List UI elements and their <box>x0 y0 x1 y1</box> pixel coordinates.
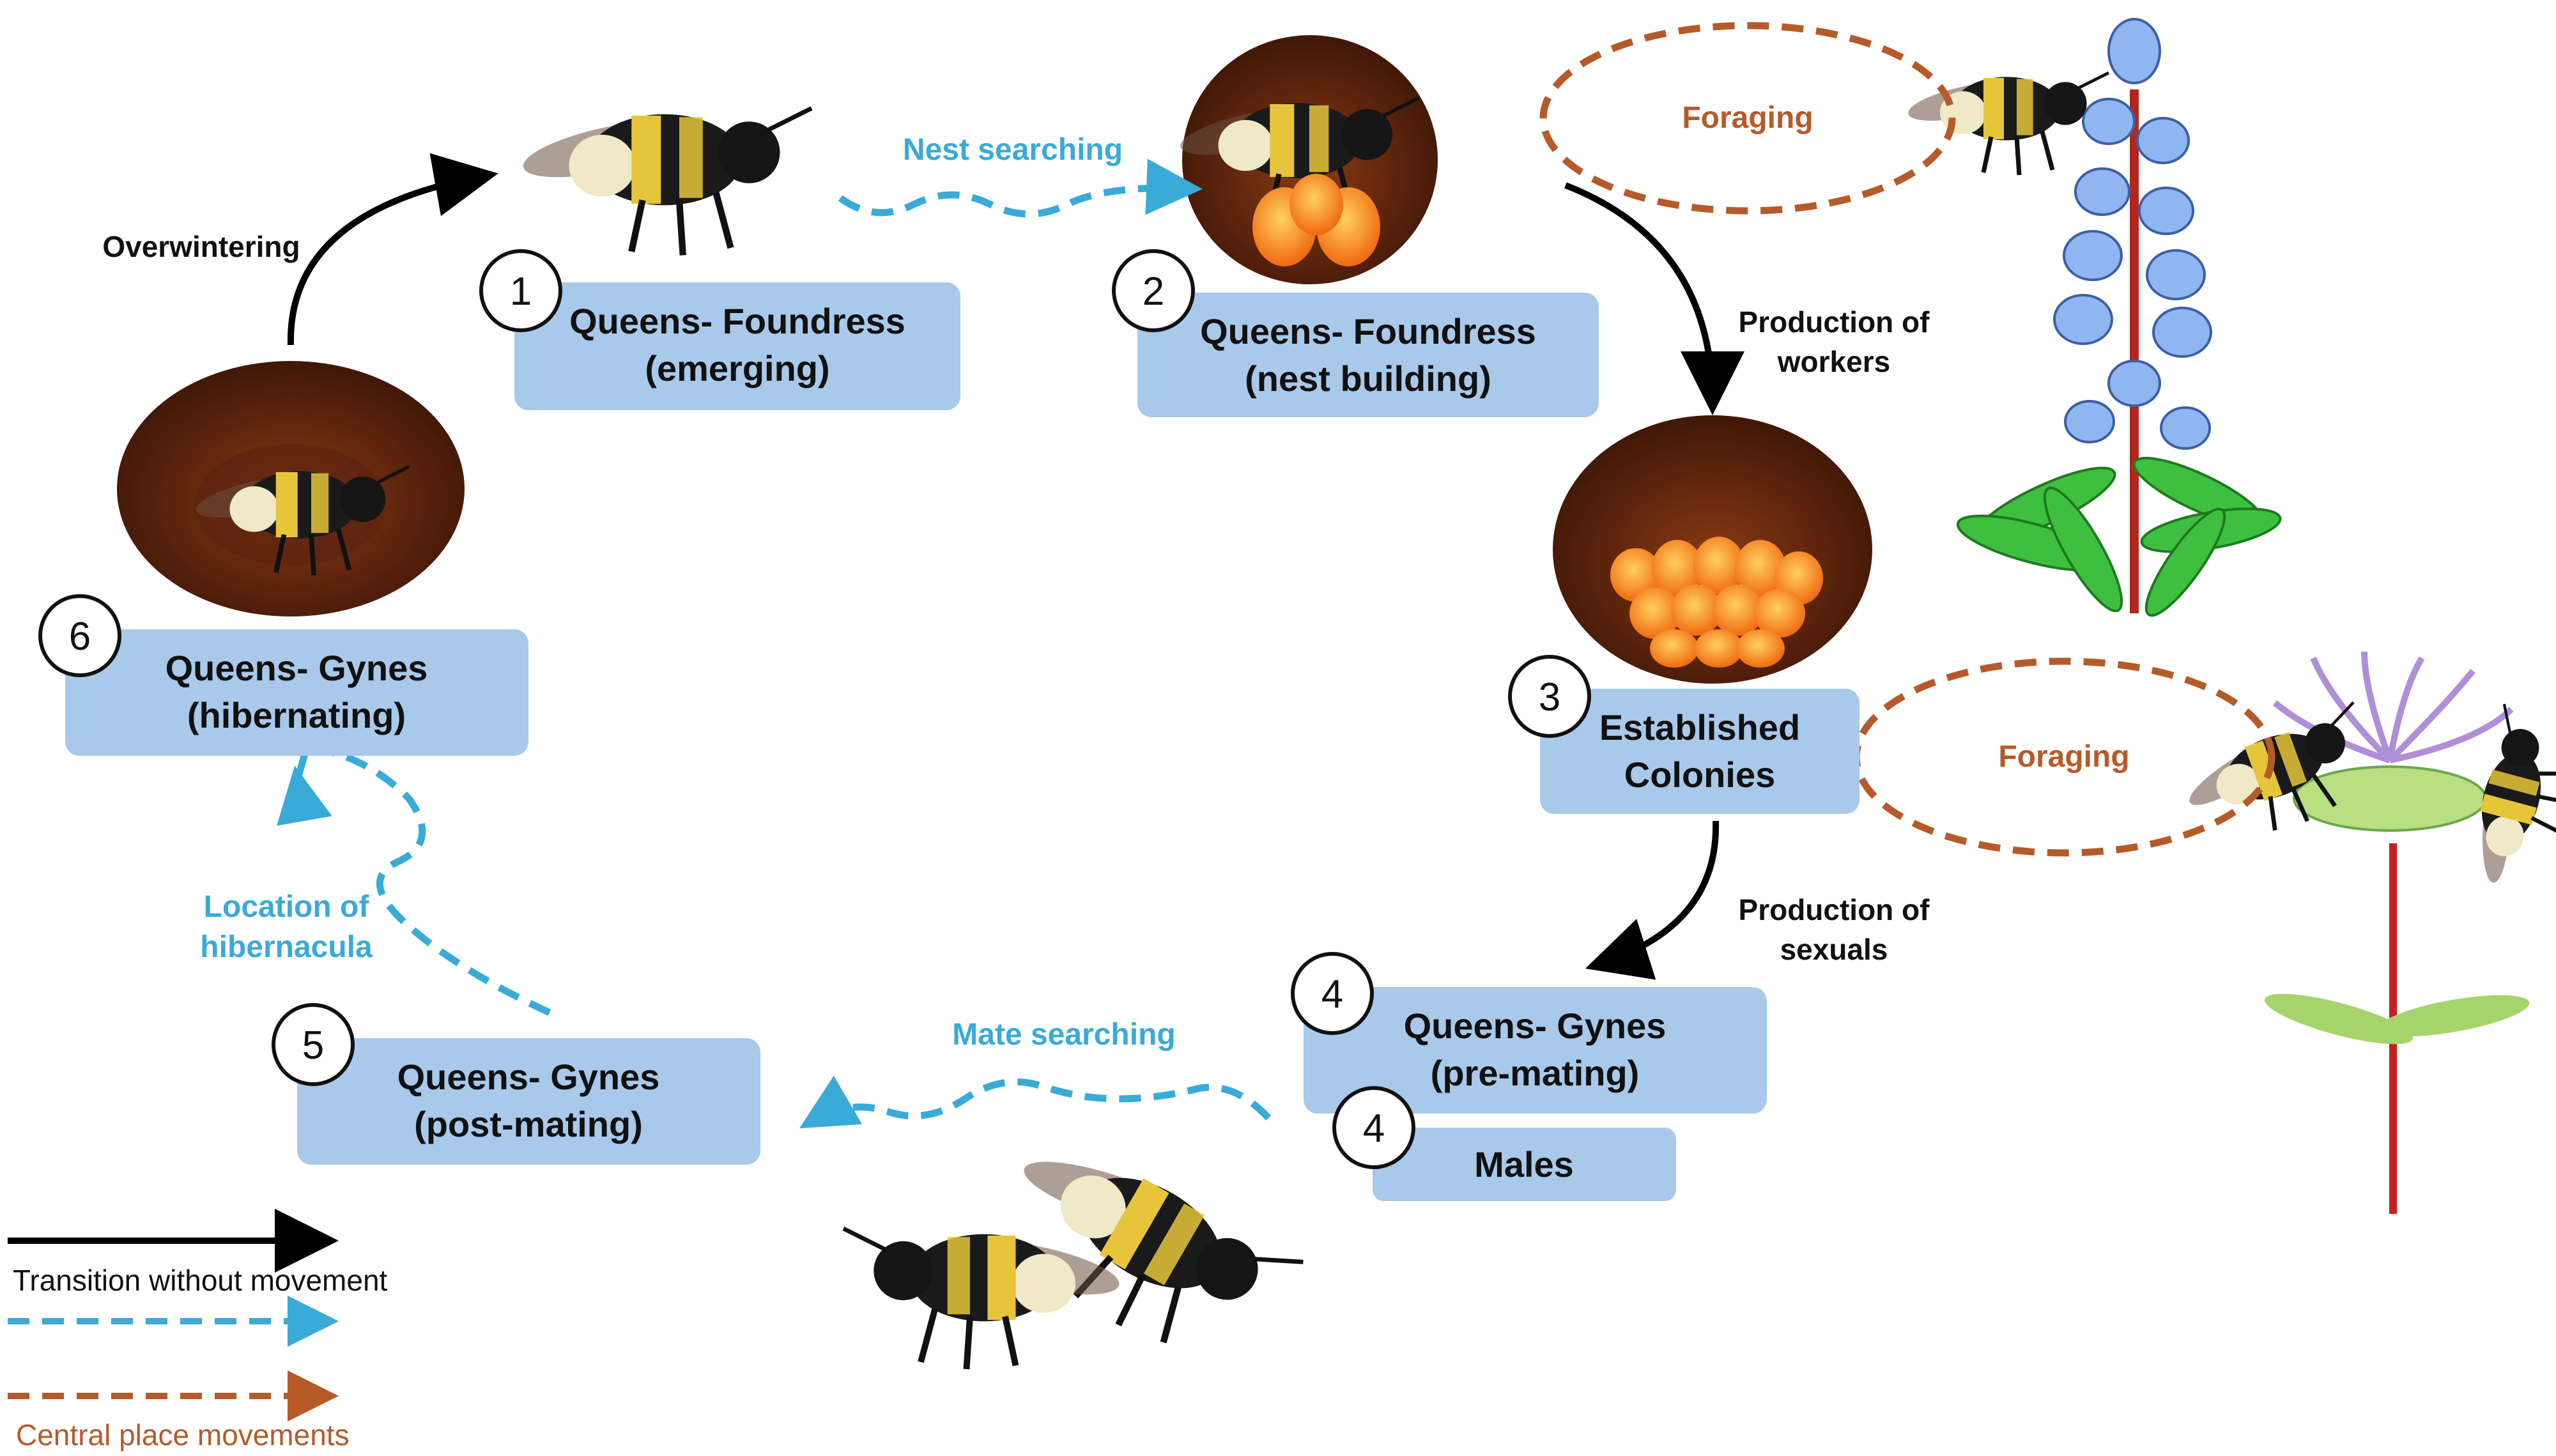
hibernating-queen-illustration <box>117 361 465 617</box>
stage-6-number-badge: 6 <box>38 594 121 677</box>
label-production-of-sexuals-line1: Production of <box>1739 893 1930 926</box>
svg-text:4: 4 <box>1363 1107 1385 1151</box>
svg-text:1: 1 <box>510 270 532 314</box>
legend: Transition without movement Central plac… <box>8 1209 388 1452</box>
stage-3-established-colonies: Established Colonies <box>1540 689 1859 814</box>
svg-text:5: 5 <box>302 1023 324 1068</box>
stage-1-label-line2: (emerging) <box>645 348 829 388</box>
stage-1-label-line1: Queens- Foundress <box>569 301 905 341</box>
stage-5-number-badge: 5 <box>272 1003 355 1086</box>
svg-text:6: 6 <box>69 615 91 659</box>
stage-1-queens-foundress-emerging: Queens- Foundress (emerging) <box>514 282 960 410</box>
label-nest-searching: Nest searching <box>903 133 1123 167</box>
stage-2-queens-foundress-nest-building: Queens- Foundress (nest building) <box>1137 293 1599 417</box>
males-number-badge: 4 <box>1332 1086 1415 1169</box>
emerging-queen-bee-illustration <box>519 109 812 256</box>
label-production-of-workers-line1: Production of <box>1739 305 1930 339</box>
arrow-mate-searching <box>799 1075 1272 1129</box>
legend-label-black: Transition without movement <box>13 1264 388 1297</box>
bee-balm-flower-illustration <box>2174 651 2556 1214</box>
stage-4-queens-gynes-pre-mating: Queens- Gynes (pre-mating) <box>1304 987 1767 1114</box>
foraging-loop-1 <box>1539 22 1956 215</box>
stage-6-label-line1: Queens- Gynes <box>166 648 428 688</box>
arrow-production-of-workers <box>1564 182 1744 415</box>
stage-5-queens-gynes-post-mating: Queens- Gynes (post-mating) <box>297 1038 760 1165</box>
label-mate-searching: Mate searching <box>952 1018 1175 1052</box>
label-production-of-sexuals-line2: sexuals <box>1780 933 1888 966</box>
label-overwintering: Overwintering <box>102 230 300 263</box>
stage-5-label-line2: (post-mating) <box>414 1104 643 1144</box>
stage-5-label-line1: Queens- Gynes <box>397 1057 660 1097</box>
stage-2-label-line1: Queens- Foundress <box>1200 311 1536 351</box>
svg-text:4: 4 <box>1321 972 1343 1016</box>
svg-text:3: 3 <box>1539 675 1560 719</box>
legend-label-orange: Central place movements <box>16 1418 350 1452</box>
arrow-location-of-hibernacula <box>293 744 551 1016</box>
mating-bees-illustration <box>843 1115 1303 1389</box>
males-label: Males <box>1474 1144 1574 1184</box>
stage-4-number-badge: 4 <box>1291 952 1374 1035</box>
stage-3-number-badge: 3 <box>1508 655 1591 738</box>
label-foraging-2: Foraging <box>1998 740 2129 774</box>
arrow-overwintering <box>287 153 498 346</box>
arrow-production-of-sexuals <box>1585 820 1720 980</box>
label-location-of-hibernacula-line2: hibernacula <box>200 930 373 964</box>
established-colony-nest-illustration <box>1553 415 1872 684</box>
arrow-nest-searching <box>838 158 1203 218</box>
svg-text:2: 2 <box>1143 270 1164 314</box>
nest-building-illustration <box>1177 35 1438 284</box>
lupine-flower-illustration <box>1905 18 2282 617</box>
stage-2-label-line2: (nest building) <box>1245 358 1491 399</box>
label-foraging-1: Foraging <box>1682 101 1813 135</box>
stage-2-number-badge: 2 <box>1112 249 1195 332</box>
label-production-of-workers-line2: workers <box>1777 345 1890 378</box>
stage-1-number-badge: 1 <box>479 249 562 332</box>
stage-4-males: Males <box>1373 1128 1676 1201</box>
stage-3-label-line1: Established <box>1599 707 1800 747</box>
stage-6-queens-gynes-hibernating: Queens- Gynes (hibernating) <box>65 629 528 756</box>
stage-3-label-line2: Colonies <box>1624 755 1775 795</box>
stage-4-label-line2: (pre-mating) <box>1431 1053 1640 1093</box>
stage-4-label-line1: Queens- Gynes <box>1404 1006 1667 1046</box>
label-location-of-hibernacula-line1: Location of <box>204 890 370 924</box>
stage-6-label-line2: (hibernating) <box>187 695 406 735</box>
